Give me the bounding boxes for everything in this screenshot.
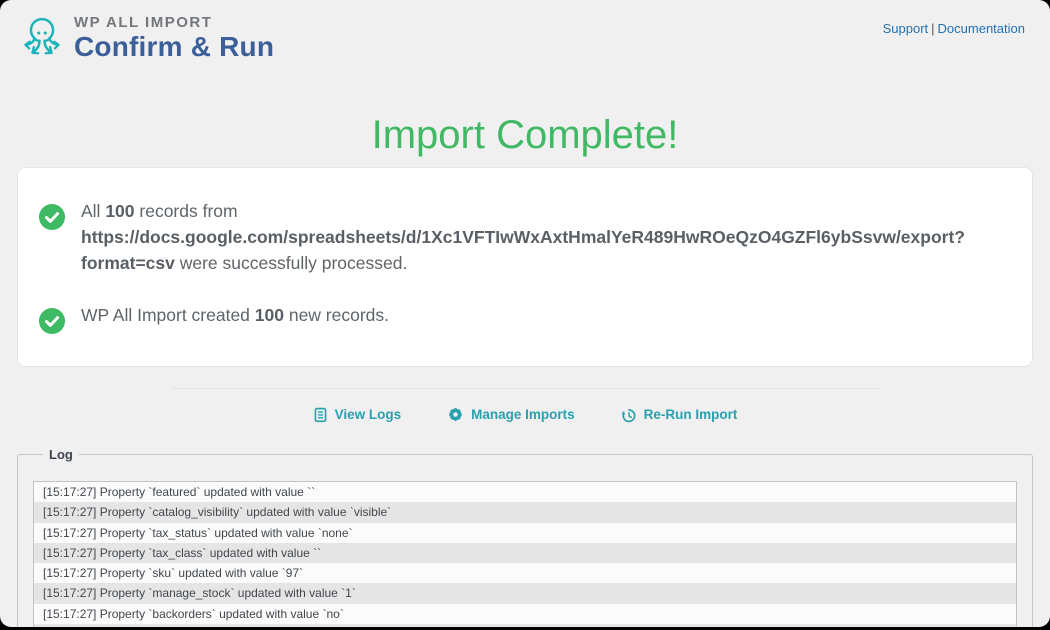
log-box[interactable]: [15:17:27] Property `featured` updated w… <box>33 481 1017 627</box>
support-link[interactable]: Support <box>882 21 929 36</box>
brand-name: WP ALL IMPORT <box>74 13 213 31</box>
manage-imports-label: Manage Imports <box>471 407 575 422</box>
log-document-icon <box>313 407 328 423</box>
log-row: [15:17:27] Property `stock_status` updat… <box>34 624 1016 627</box>
success-messages: All 100 records from https://docs.google… <box>39 198 1002 334</box>
page-title: Import Complete! <box>371 113 679 157</box>
log-row: [15:17:27] Property `backorders` updated… <box>34 603 1016 625</box>
history-icon <box>621 407 637 423</box>
success-message-text: WP All Import created 100 new records. <box>81 305 390 325</box>
header: WP ALL IMPORT Confirm & Run Support|Docu… <box>0 0 1050 62</box>
log-row: [15:17:27] Property `manage_stock` updat… <box>34 583 1016 604</box>
success-message-row: All 100 records from https://docs.google… <box>39 198 1002 276</box>
log-row: [15:17:27] Property `sku` updated with v… <box>34 563 1016 584</box>
nav-separator: | <box>931 21 935 36</box>
log-legend: Log <box>49 447 73 462</box>
import-summary-card: All 100 records from https://docs.google… <box>17 167 1033 367</box>
octopus-logo-icon <box>24 17 60 55</box>
action-links: View Logs Manage Imports Re-Run Import <box>0 406 1050 423</box>
gear-icon <box>447 406 464 423</box>
page-name: Confirm & Run <box>74 30 275 62</box>
log-row: [15:17:27] Property `tax_class` updated … <box>34 542 1016 564</box>
success-message-row: WP All Import created 100 new records. <box>39 302 1002 334</box>
log-fieldset: Log [15:17:27] Property `featured` updat… <box>17 447 1033 627</box>
top-nav: Support|Documentation <box>883 21 1025 36</box>
view-logs-link[interactable]: View Logs <box>313 407 402 423</box>
log-row: [15:17:27] Property `tax_status` updated… <box>34 522 1016 543</box>
documentation-link[interactable]: Documentation <box>937 21 1025 36</box>
check-circle-icon <box>39 308 65 334</box>
source-url: https://docs.google.com/spreadsheets/d/1… <box>81 227 965 273</box>
divider <box>172 388 878 389</box>
view-logs-label: View Logs <box>334 407 402 422</box>
manage-imports-link[interactable]: Manage Imports <box>447 406 575 423</box>
log-row: [15:17:27] Property `featured` updated w… <box>34 482 1016 503</box>
success-message-text: All 100 records from https://docs.google… <box>81 201 965 273</box>
rerun-import-label: Re-Run Import <box>643 407 738 422</box>
check-circle-icon <box>39 204 65 230</box>
log-row: [15:17:27] Property `catalog_visibility`… <box>34 502 1016 523</box>
rerun-import-link[interactable]: Re-Run Import <box>621 407 738 423</box>
brand: WP ALL IMPORT Confirm & Run <box>17 13 1026 63</box>
